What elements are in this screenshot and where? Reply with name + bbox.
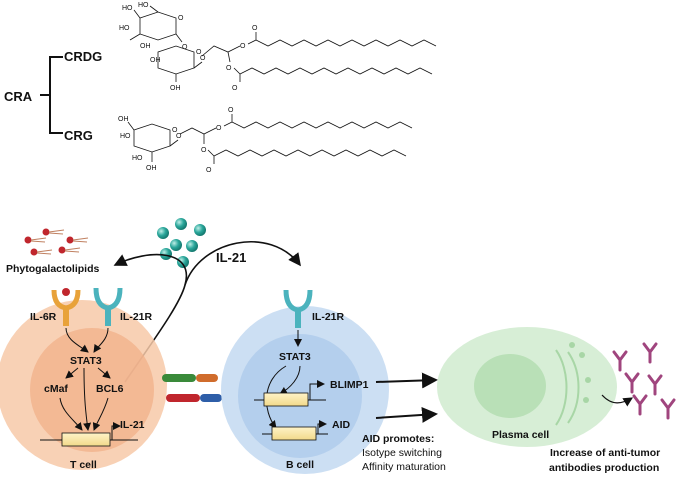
svg-text:O: O bbox=[226, 65, 232, 72]
t-cell-label: T cell bbox=[70, 459, 97, 471]
crg-label: CRG bbox=[64, 128, 93, 143]
blimp1-label: BLIMP1 bbox=[330, 379, 369, 391]
affinity-label: Affinity maturation bbox=[362, 461, 446, 473]
svg-text:OH: OH bbox=[140, 43, 151, 50]
svg-text:HO: HO bbox=[119, 25, 130, 32]
svg-text:O: O bbox=[176, 133, 182, 140]
aid-label: AID bbox=[332, 419, 351, 431]
svg-text:O: O bbox=[196, 49, 202, 56]
svg-text:HO: HO bbox=[122, 5, 133, 12]
blimp1-arrow bbox=[375, 372, 438, 389]
il21-gene-label: IL-21 bbox=[120, 419, 145, 431]
svg-text:OH: OH bbox=[146, 165, 157, 172]
svg-text:O: O bbox=[172, 127, 178, 134]
svg-text:OH: OH bbox=[150, 57, 161, 64]
svg-text:O: O bbox=[216, 125, 222, 132]
t-cell-gene bbox=[40, 422, 138, 447]
il21-to-bcell-arrow bbox=[184, 241, 301, 286]
stat3-t-label: STAT3 bbox=[70, 355, 102, 367]
t-cell bbox=[0, 300, 167, 470]
cmaf-label: cMaf bbox=[44, 383, 68, 395]
blimp1-gene bbox=[254, 380, 326, 407]
il21r-b-receptor bbox=[283, 289, 313, 328]
svg-text:O: O bbox=[228, 107, 234, 114]
crg-structure: OH HO O HO OH O O O O O bbox=[118, 107, 413, 174]
svg-text:O: O bbox=[182, 44, 188, 51]
antibodies bbox=[612, 342, 676, 420]
increase-label-2: antibodies production bbox=[549, 462, 659, 474]
phytogalactolipids-label: Phytogalactolipids bbox=[6, 263, 100, 275]
il21-top-label: IL-21 bbox=[216, 250, 246, 265]
isotype-label: Isotype switching bbox=[362, 447, 442, 459]
bcl6-label: BCL6 bbox=[96, 383, 124, 395]
il21r-t-label: IL-21R bbox=[120, 311, 153, 323]
svg-text:HO: HO bbox=[132, 155, 143, 162]
stat3-b-label: STAT3 bbox=[279, 351, 311, 363]
svg-text:HO: HO bbox=[138, 2, 149, 9]
svg-text:O: O bbox=[232, 85, 238, 92]
svg-text:OH: OH bbox=[118, 116, 129, 123]
increase-label-1: Increase of anti-tumor bbox=[550, 447, 660, 459]
crdg-label: CRDG bbox=[64, 49, 102, 64]
svg-text:O: O bbox=[178, 15, 184, 22]
bracket bbox=[40, 56, 63, 134]
il6r-label: IL-6R bbox=[30, 311, 57, 323]
cell-interaction-molecules bbox=[162, 374, 222, 402]
cra-label: CRA bbox=[4, 89, 33, 104]
phytogalactolipid-molecules bbox=[24, 228, 89, 256]
svg-text:OH: OH bbox=[170, 85, 181, 92]
svg-text:HO: HO bbox=[120, 133, 131, 140]
svg-text:O: O bbox=[200, 55, 206, 62]
b-cell-label: B cell bbox=[286, 459, 314, 471]
plasma-cell bbox=[437, 327, 617, 447]
aid-arrow bbox=[375, 406, 438, 423]
svg-text:O: O bbox=[252, 25, 258, 32]
svg-text:O: O bbox=[201, 147, 207, 154]
il21r-b-label: IL-21R bbox=[312, 311, 345, 323]
aid-promotes-label: AID promotes: bbox=[362, 433, 434, 445]
svg-text:O: O bbox=[206, 167, 212, 174]
il21r-t-receptor bbox=[93, 287, 123, 326]
il6r-receptor bbox=[51, 288, 81, 326]
crdg-structure: HO HO O HO OH O O OH OH O O O O O bbox=[119, 2, 437, 92]
plasma-cell-label: Plasma cell bbox=[492, 429, 549, 441]
cra-tree: CRA CRDG CRG bbox=[4, 49, 102, 143]
aid-gene bbox=[262, 420, 328, 441]
svg-text:O: O bbox=[240, 43, 246, 50]
il21-cytokines bbox=[157, 218, 206, 268]
